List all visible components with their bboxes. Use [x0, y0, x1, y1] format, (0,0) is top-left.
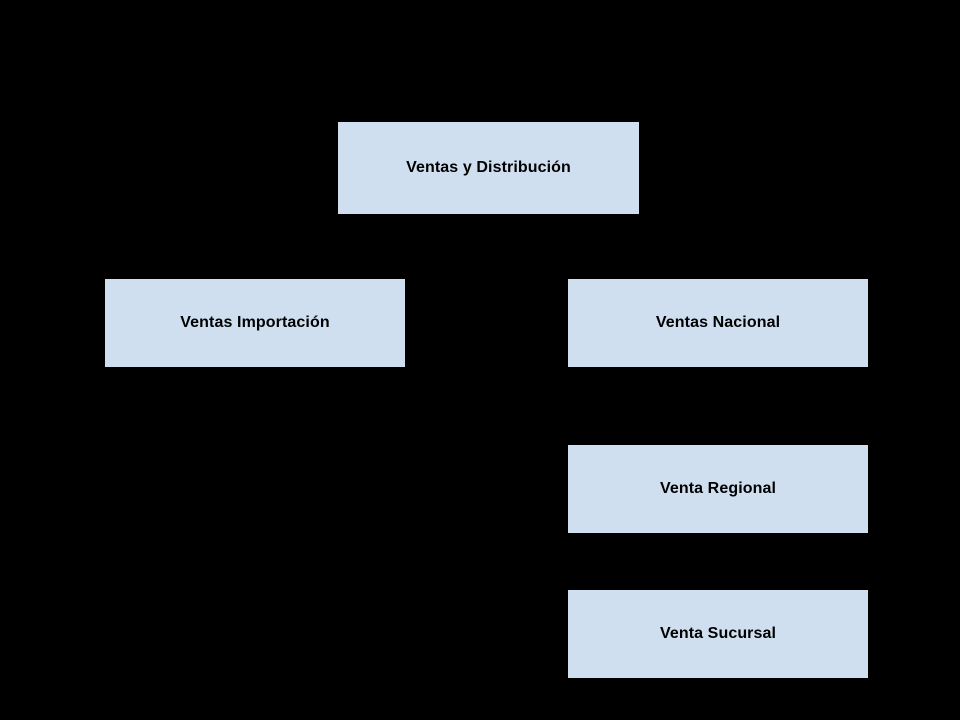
- node-ventas-importacion[interactable]: Ventas Importación: [105, 279, 405, 367]
- node-label: Ventas Importación: [180, 314, 330, 332]
- node-ventas-y-distribucion[interactable]: Ventas y Distribución: [338, 122, 639, 214]
- node-label: Ventas Nacional: [655, 314, 781, 332]
- node-label: Venta Regional: [659, 480, 777, 498]
- node-label: Venta Sucursal: [659, 625, 777, 643]
- node-label: Ventas y Distribución: [406, 159, 571, 177]
- node-venta-regional[interactable]: Venta Regional: [568, 445, 868, 533]
- node-venta-sucursal[interactable]: Venta Sucursal: [568, 590, 868, 678]
- node-ventas-nacional[interactable]: Ventas Nacional: [568, 279, 868, 367]
